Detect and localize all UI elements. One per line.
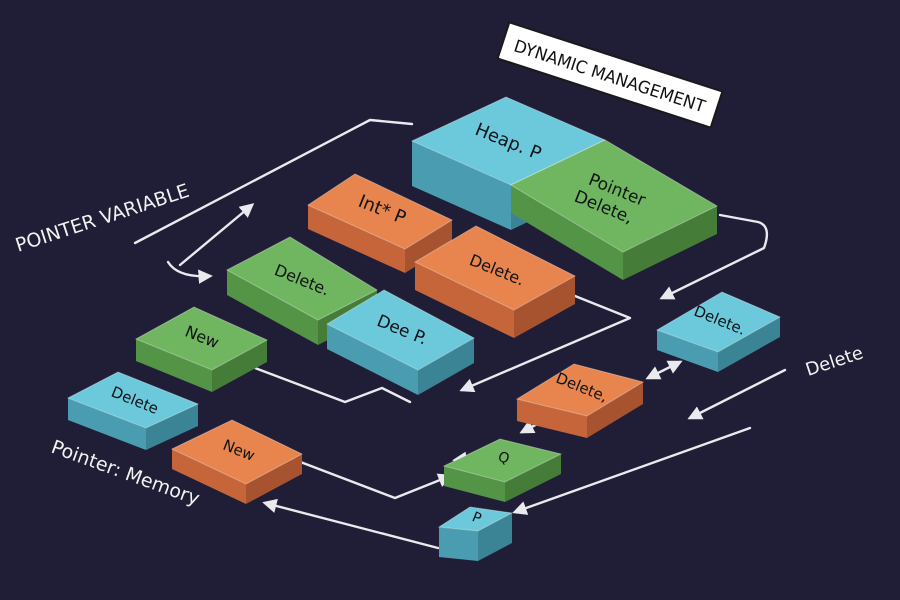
block-face-right (212, 340, 267, 392)
block-face-right (246, 454, 302, 504)
block-face-top (442, 438, 563, 483)
block-new-orange: New (170, 419, 304, 504)
delete-label-right: Delete (803, 343, 866, 381)
block-face-left (68, 398, 146, 450)
block-face-right (587, 382, 643, 438)
block-face-left (657, 330, 718, 372)
block-p-blue: P (437, 506, 514, 561)
block-face-top (437, 506, 514, 532)
block-face-top (413, 225, 577, 311)
block-face-right (718, 317, 780, 372)
flow-line (512, 426, 752, 515)
flow-line (659, 213, 769, 300)
block-int-p: Int* P (306, 173, 454, 273)
block-face-left (444, 466, 505, 502)
flow-line (178, 203, 255, 267)
block-face-right (405, 220, 452, 273)
block-deep: Dee P. (325, 289, 476, 395)
block-face-top (655, 291, 782, 353)
flow-line (253, 366, 412, 404)
block-face-left (439, 527, 478, 561)
block-face-left (412, 141, 511, 230)
block-face-left (136, 339, 212, 392)
block-pointer-delete: PointerDelete, (509, 139, 719, 280)
block-face-left (415, 262, 514, 338)
block-face-right (623, 206, 717, 280)
block-delete-orange-top: Delete. (413, 225, 577, 338)
block-face-top (66, 371, 200, 429)
block-face-left (172, 449, 246, 504)
block-new-green: New (134, 306, 269, 392)
block-q-green: Q (442, 438, 563, 502)
block-delete-blue-left: Delete (66, 371, 200, 450)
block-face-top (170, 419, 304, 485)
block-delete-blue-right: Delete. (655, 291, 782, 372)
block-face-top (325, 289, 476, 371)
block-face-top (509, 139, 719, 253)
block-face-left (227, 270, 318, 345)
block-face-right (478, 513, 512, 561)
block-face-top (515, 363, 645, 417)
block-face-left (327, 324, 418, 395)
flow-line (133, 118, 414, 245)
block-face-right (418, 338, 474, 395)
flow-line (687, 368, 787, 420)
flow-line (262, 498, 440, 550)
block-face-right (505, 454, 561, 502)
pointer-variable-label: POINTER VARIABLE (13, 180, 192, 257)
flow-line (645, 360, 683, 380)
flow-line (459, 288, 632, 393)
block-face-top (306, 173, 454, 250)
flow-line (166, 260, 213, 284)
flow-line (288, 456, 453, 500)
block-face-top (134, 306, 269, 371)
flow-lines (133, 118, 787, 550)
block-face-left (511, 185, 623, 280)
block-face-right (514, 276, 575, 338)
block-delete-orange-mid: Delete, (515, 363, 645, 438)
block-face-left (517, 399, 587, 438)
block-face-top (225, 236, 379, 321)
block-face-right (146, 404, 198, 450)
block-face-left (308, 205, 405, 273)
